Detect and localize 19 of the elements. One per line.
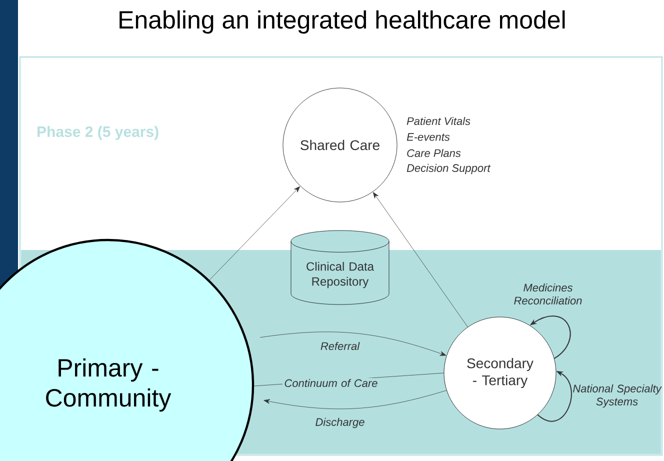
circle-node: Secondary - Tertiary (444, 316, 556, 430)
curved-arrow (260, 332, 446, 356)
curved-arrow (264, 390, 447, 410)
database-cylinder: Clinical Data Repository (290, 230, 390, 305)
arrow (372, 192, 468, 328)
edge-label: National Specialty Systems (573, 384, 662, 408)
note-text: Patient Vitals (406, 116, 470, 126)
edge-label: Discharge (316, 418, 364, 428)
title: Enabling an integrated healthcare model (120, 10, 565, 34)
note-text: E-events (406, 133, 450, 141)
circle-node: Shared Care (282, 88, 398, 202)
edge-label: Continuum of Care (282, 378, 380, 388)
note-text: Decision Support (406, 164, 491, 174)
edge-label: Referral (320, 342, 360, 350)
note-text: Care Plans (407, 148, 461, 158)
edge-label: Medicines Reconciliation (514, 283, 582, 305)
arrow (209, 186, 300, 280)
phase-label: Phase 2 (5 years) (38, 126, 158, 140)
loop-arrow (537, 371, 572, 422)
